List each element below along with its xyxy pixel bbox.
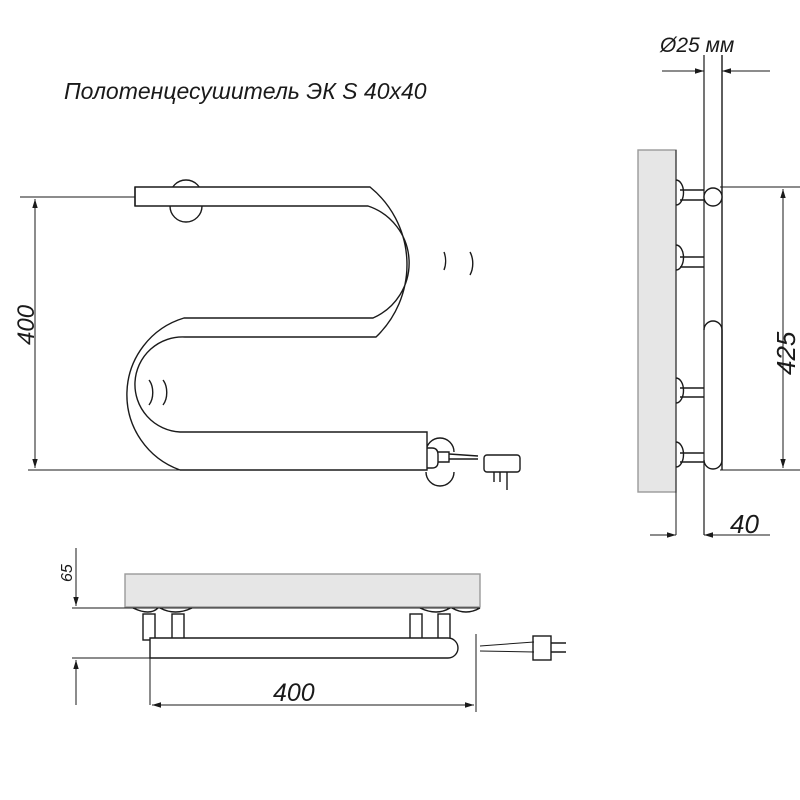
top-width-dimension: 400 [273,679,315,707]
tube-diameter-dimension: Ø25 мм [659,34,734,57]
top-view [72,548,566,712]
side-height-dimension: 425 [771,331,800,375]
front-view [20,179,521,490]
wall-panel [637,149,677,493]
drawing-title: Полотенцесушитель ЭК S 40x40 [64,78,427,104]
side-view [637,55,800,538]
front-height-dimension: 400 [13,304,40,345]
bracket-icon [675,179,704,468]
offset-dimension: 65 [59,564,76,582]
depth-dimension: 40 [730,509,759,539]
wall-panel-top [124,573,481,608]
